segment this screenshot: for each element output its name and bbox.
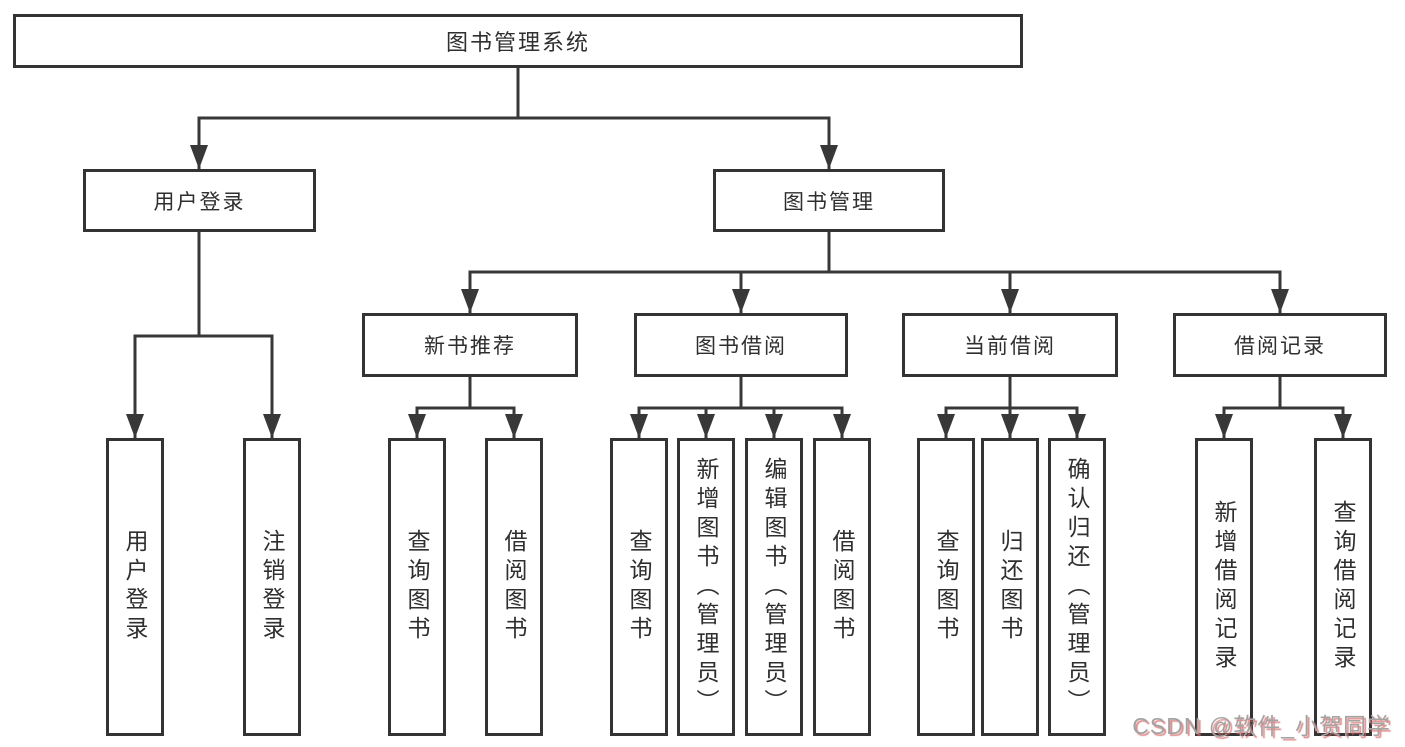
leaf-borrow-books-label: 借阅图书 xyxy=(829,529,855,645)
csdn-watermark: CSDN @软件_小贺同学 xyxy=(1132,713,1391,739)
node-user-login: 用户登录 xyxy=(83,169,316,232)
leaf-add-borrow-record-label: 新增借阅记录 xyxy=(1211,500,1237,674)
leaf-return-books-label: 归还图书 xyxy=(997,529,1023,645)
leaf-add-borrow-record: 新增借阅记录 xyxy=(1195,438,1253,736)
leaf-edit-books-admin-label: 编辑图书（管理员） xyxy=(761,456,787,718)
leaf-borrow-books-recommend-label: 借阅图书 xyxy=(501,529,527,645)
leaf-confirm-return-admin-label: 确认归还（管理员） xyxy=(1064,456,1090,718)
node-root: 图书管理系统 xyxy=(13,14,1023,68)
connector-root-to-level2 xyxy=(197,68,831,169)
node-book-management: 图书管理 xyxy=(713,169,945,232)
leaf-query-borrow-record: 查询借阅记录 xyxy=(1314,438,1372,736)
connector-newbook-to-leaves xyxy=(415,377,516,438)
node-book-borrow-label: 图书借阅 xyxy=(695,335,787,358)
leaf-query-books-borrow-label: 查询图书 xyxy=(626,529,652,645)
connector-bookborrow-to-leaves xyxy=(637,377,844,438)
node-root-label: 图书管理系统 xyxy=(445,30,590,55)
node-user-login-label: 用户登录 xyxy=(153,190,246,214)
node-new-book-recommend-label: 新书推荐 xyxy=(424,335,516,358)
leaf-query-books-recommend-label: 查询图书 xyxy=(404,529,430,645)
leaf-query-books-current-label: 查询图书 xyxy=(933,529,959,645)
leaf-query-borrow-record-label: 查询借阅记录 xyxy=(1330,500,1356,674)
leaf-add-books-admin: 新增图书（管理员） xyxy=(677,438,735,736)
leaf-logout-label: 注销登录 xyxy=(259,529,285,645)
leaf-query-books-borrow: 查询图书 xyxy=(610,438,668,736)
leaf-edit-books-admin: 编辑图书（管理员） xyxy=(745,438,803,736)
leaf-add-books-admin-label: 新增图书（管理员） xyxy=(693,456,719,718)
node-book-management-label: 图书管理 xyxy=(783,190,875,214)
leaf-query-books-recommend: 查询图书 xyxy=(388,438,446,736)
node-borrow-records: 借阅记录 xyxy=(1173,313,1387,377)
node-current-borrow-label: 当前借阅 xyxy=(964,335,1056,358)
connector-records-to-leaves xyxy=(1222,377,1345,438)
leaf-borrow-books-recommend: 借阅图书 xyxy=(485,438,543,736)
node-book-borrow: 图书借阅 xyxy=(634,313,848,377)
connector-bookmgmt-to-level3 xyxy=(468,232,1282,313)
leaf-confirm-return-admin: 确认归还（管理员） xyxy=(1048,438,1106,736)
leaf-borrow-books: 借阅图书 xyxy=(813,438,871,736)
leaf-user-login: 用户登录 xyxy=(106,438,164,736)
leaf-user-login-label: 用户登录 xyxy=(122,529,148,645)
connector-userlogin-to-leaves xyxy=(133,232,274,438)
leaf-query-books-current: 查询图书 xyxy=(917,438,975,736)
leaf-return-books: 归还图书 xyxy=(981,438,1039,736)
arrowheads xyxy=(126,145,1352,438)
node-current-borrow: 当前借阅 xyxy=(902,313,1118,377)
node-new-book-recommend: 新书推荐 xyxy=(362,313,578,377)
leaf-logout: 注销登录 xyxy=(243,438,301,736)
node-borrow-records-label: 借阅记录 xyxy=(1234,335,1326,358)
